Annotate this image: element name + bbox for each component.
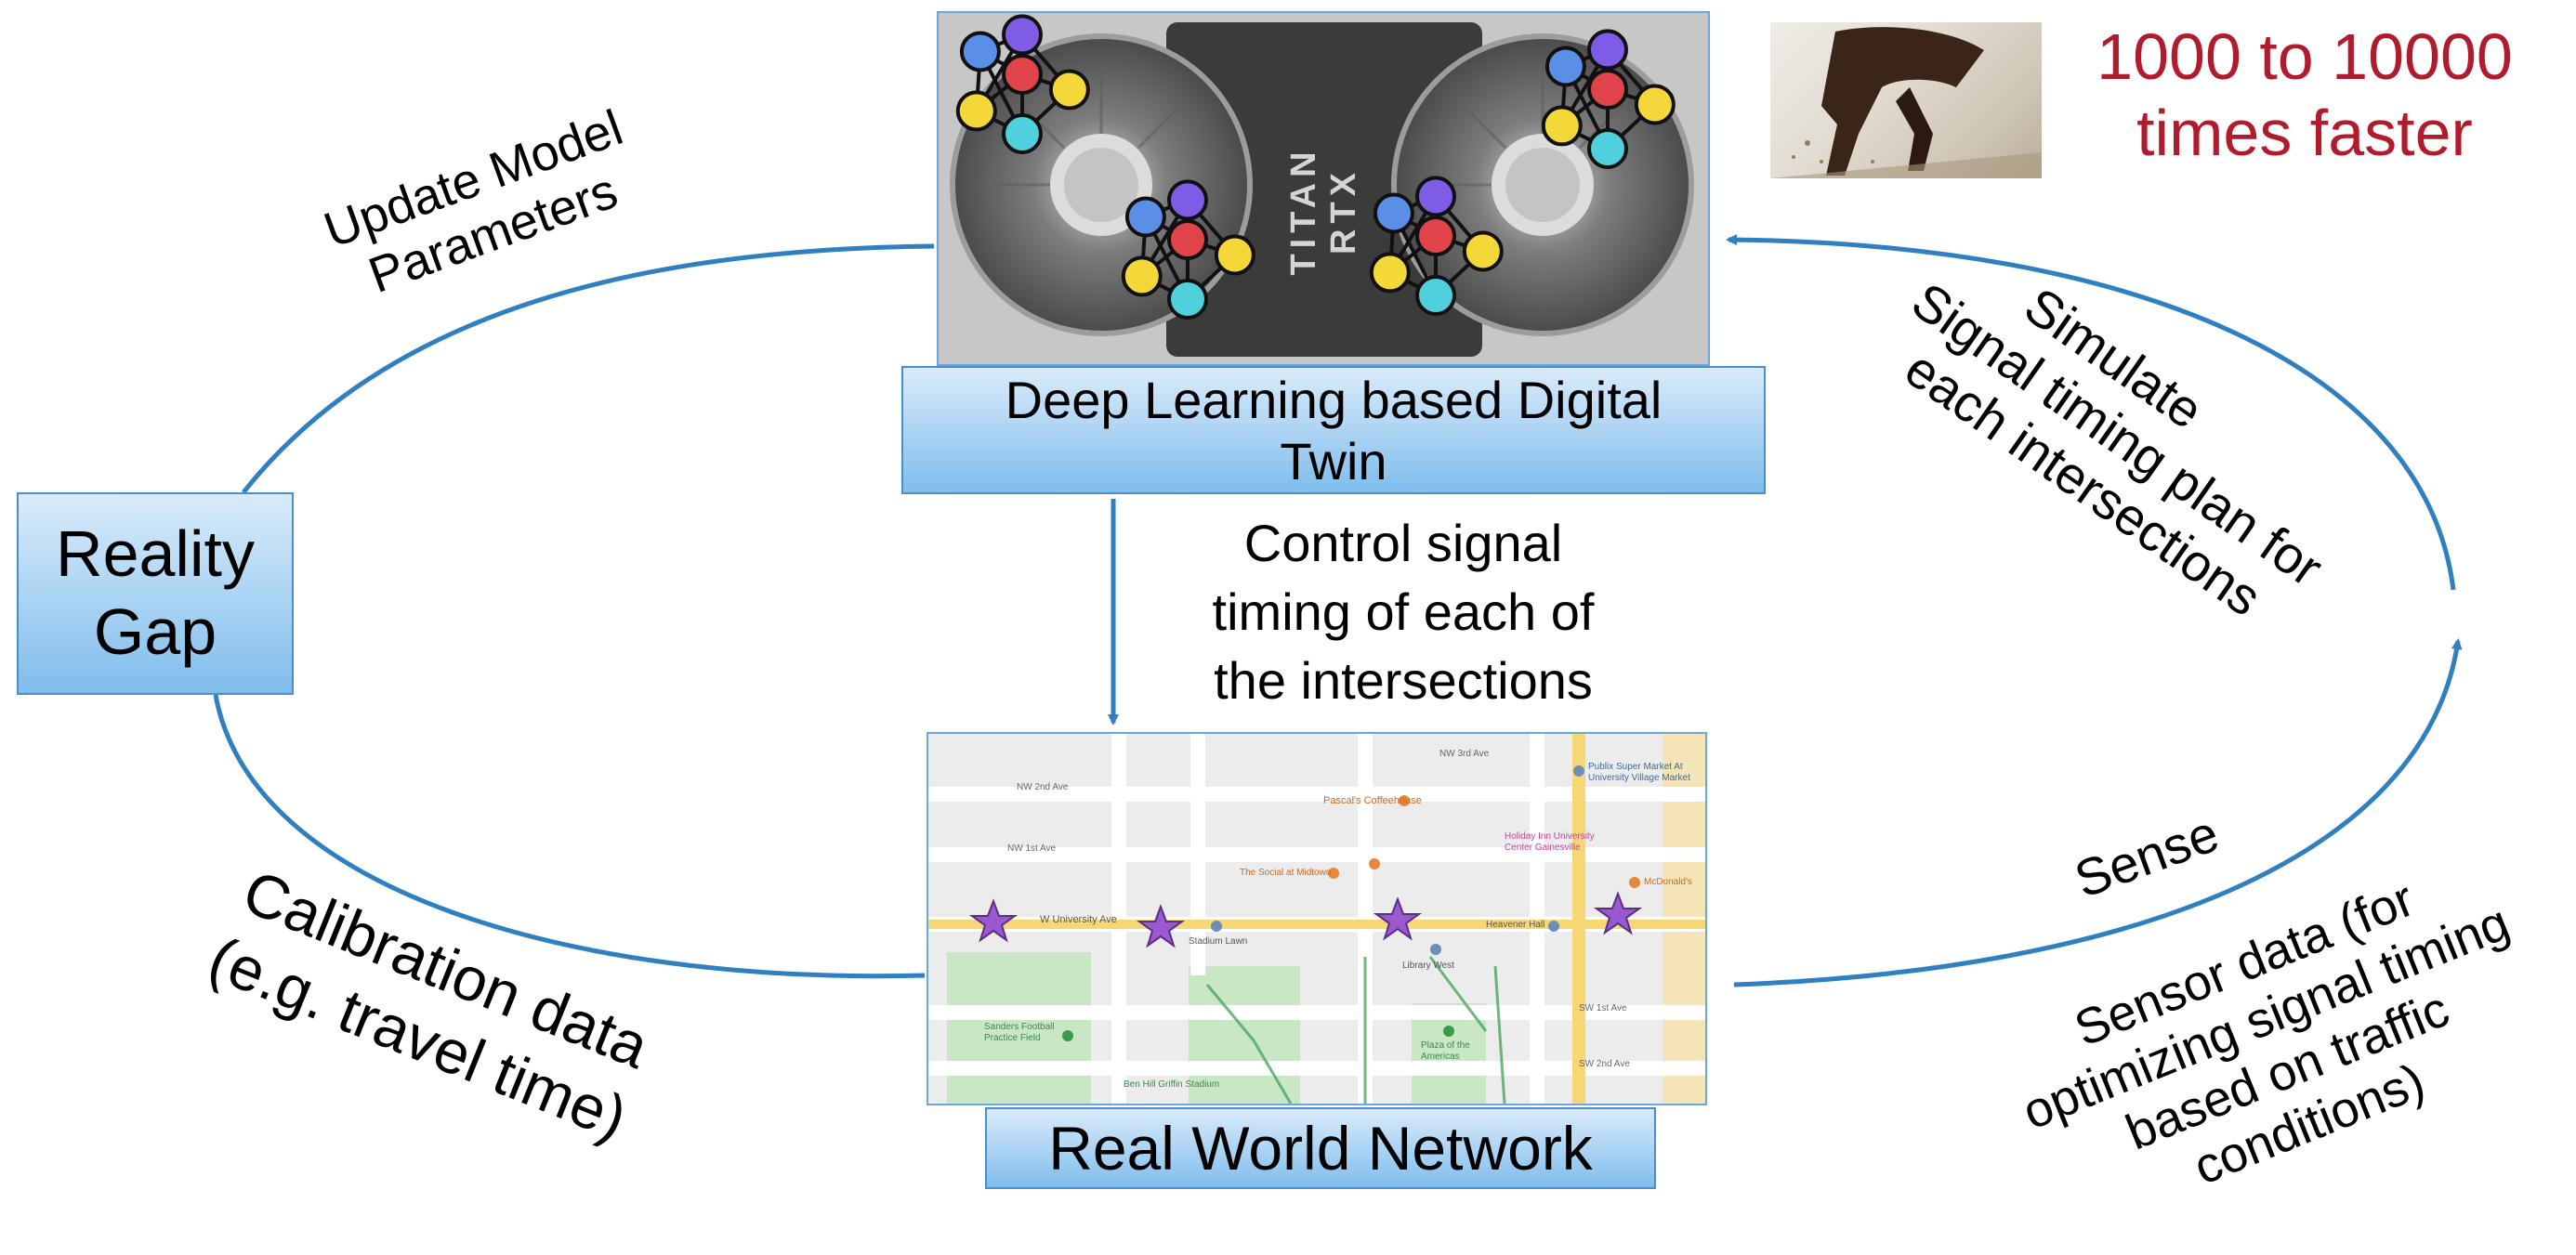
map-street-label: W University Ave [1040, 914, 1117, 925]
neural-network-icon [1369, 176, 1504, 316]
nn-node [1587, 29, 1628, 71]
map-place-label: Ben Hill Griffin Stadium [1124, 1079, 1220, 1090]
control-signal-line-3: the intersections [1214, 651, 1593, 710]
neural-network-icon [955, 14, 1090, 154]
reality-gap-line-2: Gap [93, 595, 217, 668]
nn-node [1634, 84, 1676, 125]
control-signal-line-2: timing of each of [1212, 582, 1595, 641]
diagram-connectors [213, 234, 2463, 987]
map-place-label: Holiday Inn University Center Gainesvill… [1505, 831, 1595, 853]
nn-node [1167, 219, 1208, 261]
map-place-label: Library West [1402, 961, 1454, 971]
real-world-network-label: Real World Network [1048, 1114, 1593, 1183]
map-place-label: Sanders Football Practice Field [984, 1022, 1055, 1043]
neural-network-icon [1121, 179, 1255, 320]
speed-note-line-1: 1000 to 10000 [2096, 20, 2513, 93]
nn-node [1124, 196, 1166, 238]
reality-gap-box: Reality Gap [17, 492, 294, 695]
label-control-signal: Control signal timing of each of the int… [1143, 509, 1663, 715]
control-signal-line-1: Control signal [1243, 514, 1563, 572]
nn-node [1373, 192, 1414, 234]
nn-node [1587, 69, 1628, 111]
nn-node [1544, 46, 1586, 87]
neural-network-icons [955, 14, 1676, 320]
map-street-label: SW 1st Ave [1579, 1003, 1627, 1013]
map-place-label: Plaza of the Americas [1421, 1040, 1470, 1062]
nn-node [1002, 54, 1043, 96]
map-place-label: Stadium Lawn [1189, 936, 1248, 947]
speed-note-line-2: times faster [2136, 97, 2473, 169]
nn-node [959, 31, 1001, 72]
real-world-network-box: Real World Network [985, 1107, 1656, 1189]
digital-twin-line-2: Twin [1280, 432, 1387, 490]
nn-node [1121, 255, 1163, 297]
map-place-label: Publix Super Market At University Villag… [1588, 762, 1690, 783]
nn-node [1541, 105, 1583, 147]
nn-node [1415, 176, 1456, 217]
map-street-label: NW 2nd Ave [1017, 782, 1069, 792]
arc-update-params [242, 243, 935, 494]
nn-node [1587, 128, 1628, 169]
neural-network-icon [1541, 29, 1676, 169]
map-street-label: NW 1st Ave [1007, 843, 1057, 854]
map-place-label: Pascal's Coffeehouse [1323, 795, 1422, 806]
nn-node [1167, 279, 1208, 320]
nn-node [1002, 113, 1043, 154]
reality-gap-line-1: Reality [56, 517, 255, 590]
arc-simulate [1726, 234, 2456, 591]
digital-twin-box: Deep Learning based Digital Twin [901, 366, 1766, 494]
nn-node [1214, 234, 1255, 276]
map-place-label: The Social at Midtown [1240, 868, 1332, 878]
map-street-label: NW 3rd Ave [1439, 749, 1490, 759]
nn-node [1415, 275, 1456, 316]
map-street-label: SW 2nd Ave [1579, 1059, 1630, 1069]
nn-node [1415, 216, 1456, 257]
map-place-label: Heavener Hall [1486, 920, 1545, 930]
speed-note: 1000 to 10000 times faster [2054, 19, 2556, 171]
nn-node [1462, 230, 1504, 272]
arc-sense [1733, 638, 2463, 987]
nn-node [1048, 69, 1090, 111]
nn-node [955, 90, 997, 132]
horse-photo [1770, 22, 2042, 178]
arc-calibration [213, 694, 926, 979]
map-image: NW 3rd Ave NW 2nd Ave NW 1st Ave W Unive… [927, 732, 1707, 1105]
digital-twin-line-1: Deep Learning based Digital [1005, 371, 1663, 429]
map-place-label: McDonald's [1644, 877, 1692, 887]
nn-node [1369, 252, 1411, 294]
nn-node [1002, 14, 1043, 56]
nn-node [1167, 179, 1208, 221]
